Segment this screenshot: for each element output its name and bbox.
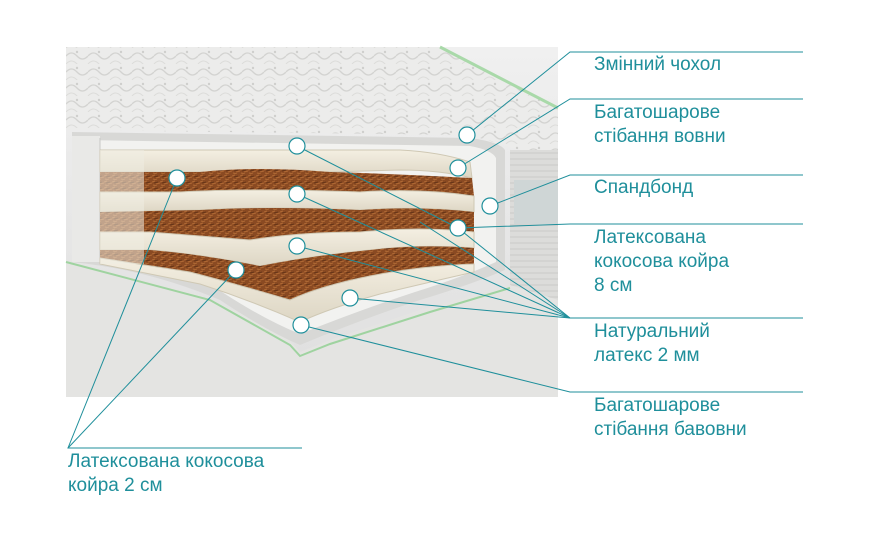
marker-coir2-b bbox=[228, 262, 244, 278]
label-latex-coir-2cm: Латексована кокосова койра 2 см bbox=[68, 450, 264, 498]
label-cotton-quilting: Багатошарове стібання бавовни bbox=[594, 394, 747, 442]
marker-wool bbox=[450, 160, 466, 176]
marker-cotton bbox=[293, 317, 309, 333]
label-spunbond: Спандбонд bbox=[594, 176, 693, 200]
marker-latex-2 bbox=[289, 186, 305, 202]
label-wool-quilting: Багатошарове стібання вовни bbox=[594, 101, 726, 149]
marker-coir8 bbox=[450, 220, 466, 236]
marker-spunbond bbox=[482, 198, 498, 214]
label-removable-cover: Змінний чохол bbox=[594, 53, 721, 77]
marker-latex-3 bbox=[289, 238, 305, 254]
spunbond-band bbox=[514, 180, 558, 224]
label-natural-latex: Натуральний латекс 2 мм bbox=[594, 320, 710, 368]
left-cover-side bbox=[72, 136, 100, 262]
marker-latex-1 bbox=[289, 138, 305, 154]
marker-coir2-a bbox=[169, 170, 185, 186]
marker-cover bbox=[459, 127, 475, 143]
marker-latex-4 bbox=[342, 290, 358, 306]
label-latex-coir-8cm: Латексована кокосова койра 8 см bbox=[594, 226, 729, 298]
